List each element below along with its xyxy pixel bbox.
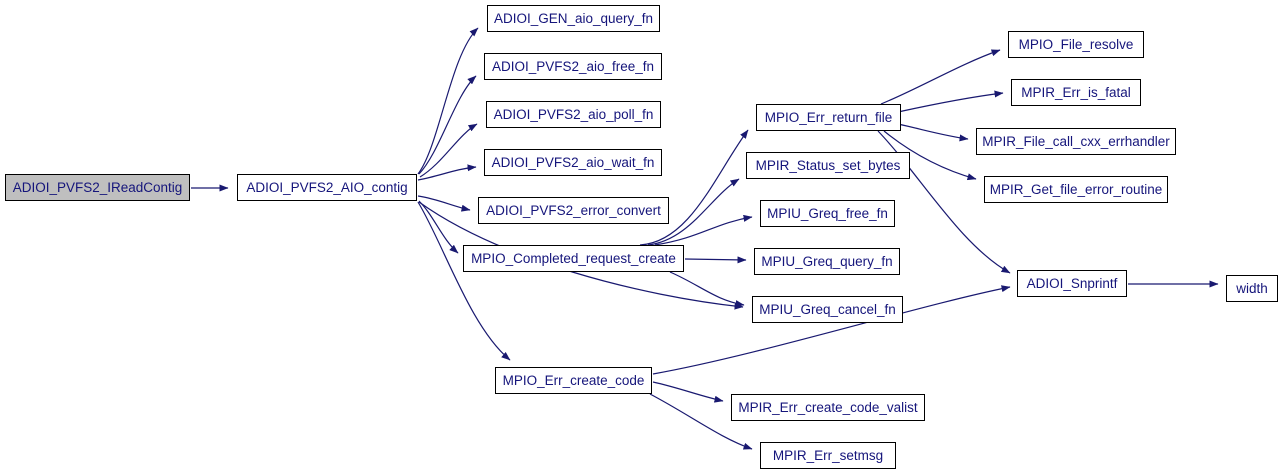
graph-node-label: MPIR_File_call_cxx_errhandler xyxy=(982,133,1170,149)
call-edge xyxy=(418,75,477,175)
graph-node-mpio-err-create-code[interactable]: MPIO_Err_create_code xyxy=(495,367,652,394)
call-edge xyxy=(417,195,471,212)
call-edge xyxy=(652,381,724,403)
graph-node-mpiu-greq-free-fn[interactable]: MPIU_Greq_free_fn xyxy=(760,200,895,227)
call-edge xyxy=(417,27,479,175)
graph-node-width[interactable]: width xyxy=(1226,275,1278,302)
graph-node-adioi-snprintf[interactable]: ADIOI_Snprintf xyxy=(1017,270,1127,297)
call-edge xyxy=(417,201,511,361)
graph-node-mpiu-greq-query-fn[interactable]: MPIU_Greq_query_fn xyxy=(754,248,900,275)
call-edge xyxy=(417,164,477,181)
call-edge xyxy=(654,214,753,246)
graph-node-label: MPIO_Completed_request_create xyxy=(471,250,676,266)
call-edge xyxy=(418,200,459,254)
graph-node-mpir-status-set-bytes[interactable]: MPIR_Status_set_bytes xyxy=(746,152,910,179)
graph-node-label: ADIOI_PVFS2_AIO_contig xyxy=(246,179,408,195)
graph-node-adioi-pvfs2-error-convert[interactable]: ADIOI_PVFS2_error_convert xyxy=(478,197,669,224)
call-edge xyxy=(897,90,1004,113)
graph-node-label: MPIR_Err_create_code_valist xyxy=(738,399,918,415)
graph-node-label: ADIOI_PVFS2_error_convert xyxy=(486,202,661,218)
graph-node-label: ADIOI_PVFS2_aio_poll_fn xyxy=(493,106,654,122)
graph-node-mpio-file-resolve[interactable]: MPIO_File_resolve xyxy=(1008,31,1144,58)
graph-node-adioi-gen-aio-query-fn[interactable]: ADIOI_GEN_aio_query_fn xyxy=(487,5,660,32)
graph-node-mpiu-greq-cancel-fn[interactable]: MPIU_Greq_cancel_fn xyxy=(752,296,903,323)
graph-node-label: ADIOI_PVFS2_aio_wait_fn xyxy=(491,154,655,170)
graph-node-label: MPIR_Get_file_error_routine xyxy=(989,181,1163,197)
call-edge xyxy=(897,123,969,142)
graph-node-label: MPIR_Err_is_fatal xyxy=(1021,84,1131,100)
graph-node-label: MPIR_Status_set_bytes xyxy=(755,157,901,173)
graph-node-adioi-pvfs2-aio-free-fn[interactable]: ADIOI_PVFS2_aio_free_fn xyxy=(484,53,662,80)
graph-node-label: width xyxy=(1236,280,1268,296)
graph-node-adioi-pvfs2-ireadcontig[interactable]: ADIOI_PVFS2_IReadContig xyxy=(5,174,190,201)
graph-node-mpir-get-file-error-routine[interactable]: MPIR_Get_file_error_routine xyxy=(984,176,1168,203)
graph-node-adioi-pvfs2-aio-contig[interactable]: ADIOI_PVFS2_AIO_contig xyxy=(237,174,417,201)
call-edge xyxy=(419,123,478,178)
graph-node-mpio-completed-request-create[interactable]: MPIO_Completed_request_create xyxy=(463,245,684,272)
graph-node-mpir-err-is-fatal[interactable]: MPIR_Err_is_fatal xyxy=(1011,79,1141,106)
call-edge xyxy=(684,256,747,264)
call-edge xyxy=(639,129,749,246)
graph-node-mpir-file-call-cxx-errhandler[interactable]: MPIR_File_call_cxx_errhandler xyxy=(976,128,1176,155)
graph-node-label: ADIOI_Snprintf xyxy=(1026,275,1118,291)
call-edge xyxy=(880,49,1001,105)
graph-node-label: MPIU_Greq_cancel_fn xyxy=(759,301,896,317)
graph-node-adioi-pvfs2-aio-wait-fn[interactable]: ADIOI_PVFS2_aio_wait_fn xyxy=(484,149,662,176)
graph-node-label: ADIOI_PVFS2_aio_free_fn xyxy=(491,58,655,74)
graph-node-mpio-err-return-file[interactable]: MPIO_Err_return_file xyxy=(756,104,901,131)
graph-node-mpir-err-setmsg[interactable]: MPIR_Err_setmsg xyxy=(760,442,896,469)
graph-node-adioi-pvfs2-aio-poll-fn[interactable]: ADIOI_PVFS2_aio_poll_fn xyxy=(486,101,661,128)
graph-node-mpir-err-create-code-valist[interactable]: MPIR_Err_create_code_valist xyxy=(731,394,925,421)
graph-node-label: MPIO_File_resolve xyxy=(1018,36,1134,52)
graph-node-label: MPIO_Err_return_file xyxy=(764,109,893,125)
graph-node-label: MPIO_Err_create_code xyxy=(502,372,645,388)
graph-node-label: MPIU_Greq_free_fn xyxy=(767,205,888,221)
graph-node-label: MPIU_Greq_query_fn xyxy=(761,253,893,269)
graph-node-label: ADIOI_PVFS2_IReadContig xyxy=(12,179,183,195)
graph-node-label: MPIR_Err_setmsg xyxy=(772,447,884,463)
graph-node-label: ADIOI_GEN_aio_query_fn xyxy=(493,10,654,26)
call-edge xyxy=(669,271,745,308)
